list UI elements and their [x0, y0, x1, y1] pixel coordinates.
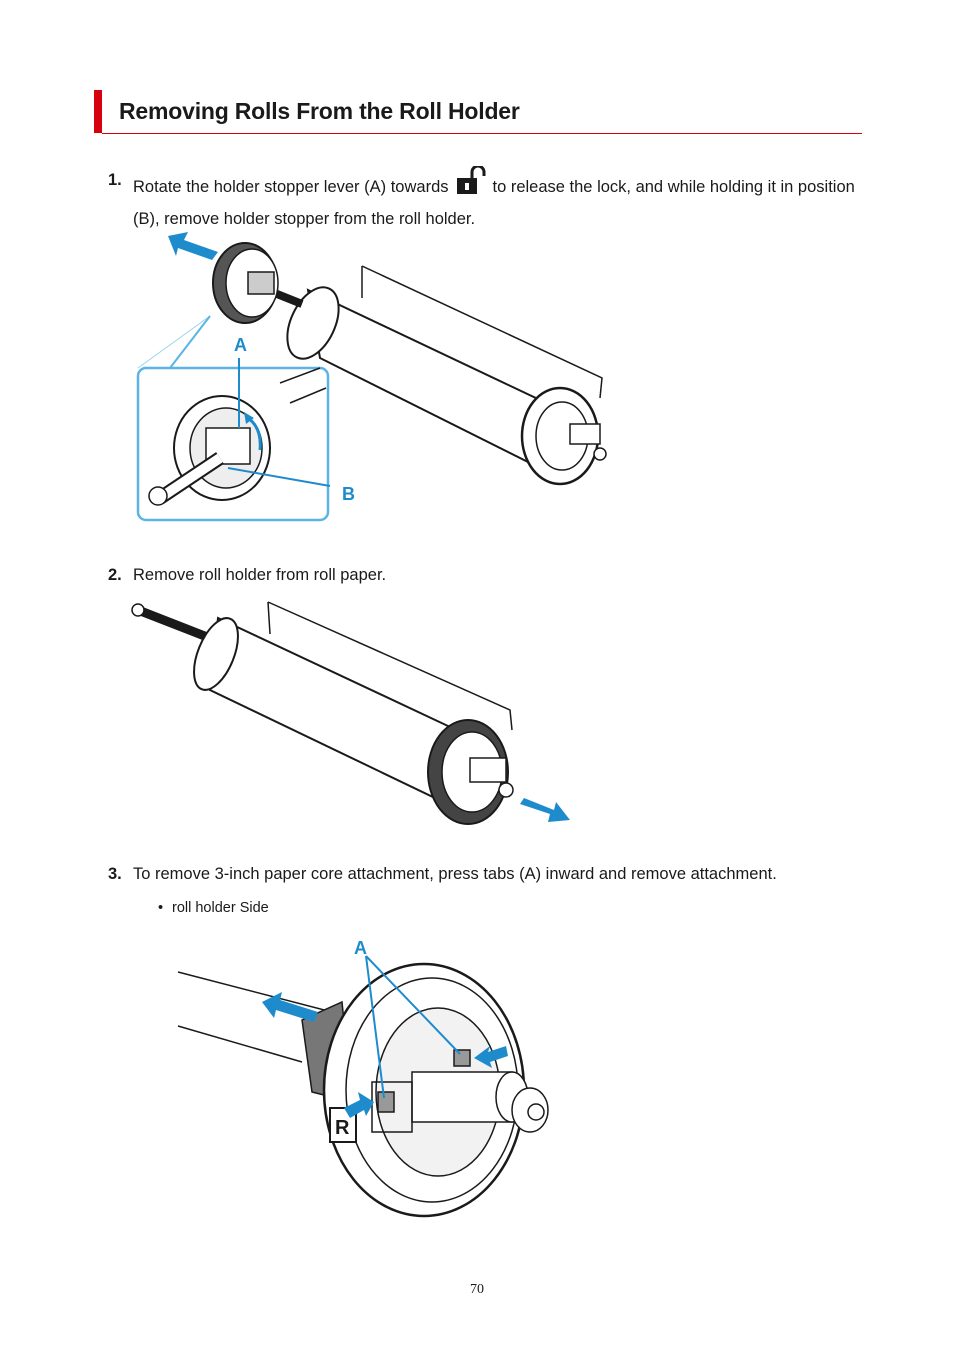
arrow-icon — [474, 1046, 508, 1068]
step-text-after: to release the lock, and while holding i… — [133, 178, 855, 228]
arrow-icon — [520, 798, 570, 822]
step-number: 3. — [108, 865, 122, 883]
section-title: Removing Rolls From the Roll Holder — [119, 98, 520, 124]
label-a: A — [234, 335, 247, 355]
arrow-icon — [168, 232, 218, 260]
step-text: To remove 3-inch paper core attachment, … — [133, 865, 777, 883]
bullet-text: roll holder Side — [172, 900, 269, 916]
figure-remove-holder-stopper: A B — [136, 232, 607, 522]
arrow-icon — [262, 992, 318, 1022]
step-number: 2. — [108, 566, 122, 584]
label-a: A — [354, 938, 367, 958]
label-r: R — [335, 1117, 350, 1139]
heading-underline — [102, 133, 862, 134]
section-heading: Removing Rolls From the Roll Holder — [94, 90, 862, 134]
figure-remove-roll-holder — [131, 601, 570, 825]
arrow-icon — [344, 1092, 374, 1118]
unlock-icon — [455, 164, 487, 205]
heading-accent-bar — [94, 90, 102, 133]
step-number: 1. — [108, 171, 122, 189]
figure-remove-core-attachment: R A — [177, 938, 549, 1218]
label-b: B — [342, 484, 355, 504]
step-text: Rotate the holder stopper lever (A) towa… — [133, 164, 863, 233]
step-text: Remove roll holder from roll paper. — [133, 566, 387, 584]
step-text-before: Rotate the holder stopper lever (A) towa… — [133, 178, 449, 196]
bullet-dot: • — [158, 900, 164, 916]
page-number: 70 — [470, 1282, 484, 1297]
